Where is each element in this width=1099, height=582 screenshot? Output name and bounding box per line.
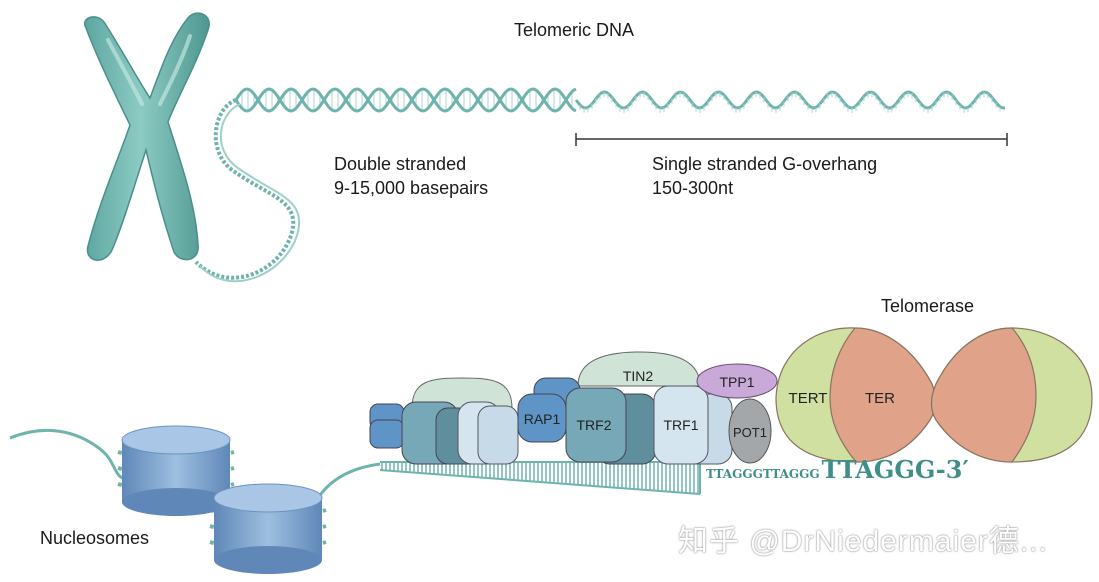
telomeric-dna-title: Telomeric DNA [514,20,635,40]
telomerase-label: Telomerase [881,296,975,316]
single-stranded-length: 150-300nt [652,178,734,198]
double-stranded-label: Double stranded [334,154,467,174]
nucleosome-2 [213,483,323,574]
telomerase-complex [775,327,1093,463]
ter-label: TER [865,390,895,407]
pot1-protein [728,398,772,464]
overhang-sequence-large: TTAGGG-3′ [822,455,969,484]
trf1-protein [653,385,709,465]
nucleosomes-label: Nucleosomes [40,528,150,548]
single-stranded-label: Single stranded G-overhang [652,154,878,174]
shelterin-complex-left [369,377,519,465]
tin2-protein [577,351,701,387]
telomeric-dna-helix [194,87,1006,283]
trf1-label: TRF1 [664,417,699,433]
tert-label: TERT [789,390,828,407]
trf2-label: TRF2 [577,417,612,433]
tpp1-label: TPP1 [719,374,754,390]
overhang-bracket [575,133,1008,146]
overhang-sequence-small: TTAGGGTTAGGG [706,467,820,481]
tpp1-protein [696,363,778,399]
shelterin-complex-right [517,351,778,465]
tin2-label: TIN2 [623,368,654,384]
telomere-duplex-ladder [379,461,702,495]
chromosome-icon [83,12,210,261]
overhang-sequence: TTAGGGTTAGGGTTAGGG-3′ [706,455,969,484]
double-stranded-length: 9-15,000 basepairs [334,178,489,198]
trf2-protein [565,387,627,463]
nucleosome-1 [121,425,231,516]
watermark-text: 知乎 @DrNiedermaier德... [678,525,1048,558]
pot1-label: POT1 [733,425,767,440]
rap1-label: RAP1 [524,411,561,427]
